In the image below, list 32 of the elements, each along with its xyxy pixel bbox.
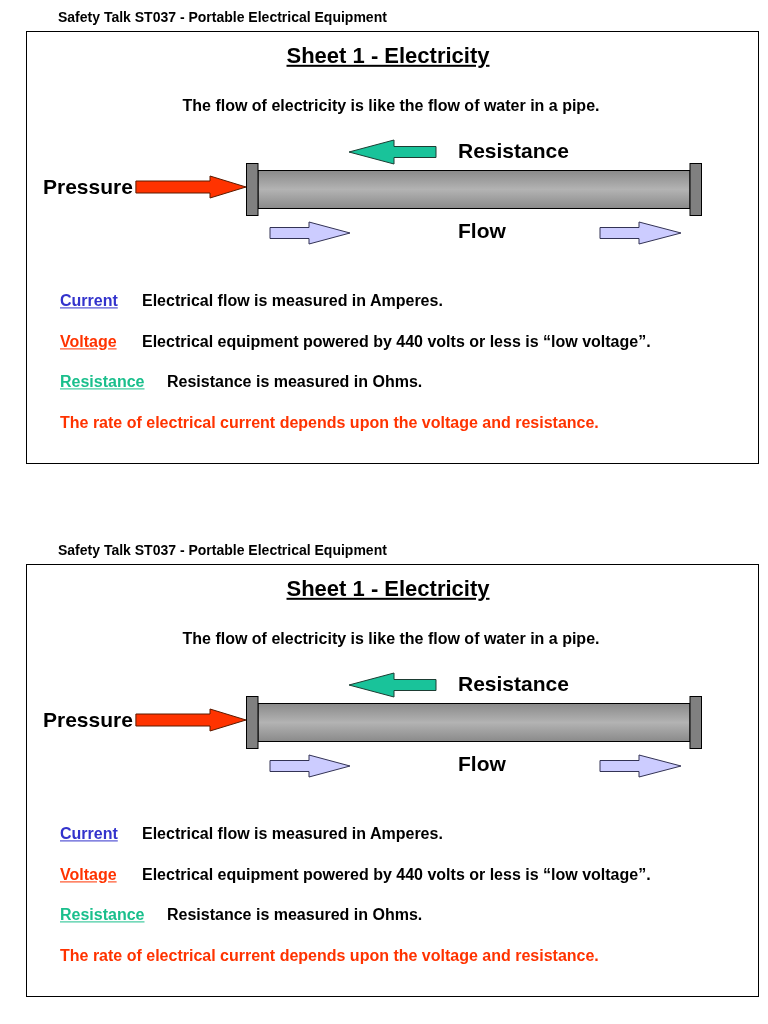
intro-sentence: The flow of electricity is like the flow of water in a pipe. — [182, 629, 600, 649]
definition-text: Resistance is measured in Ohms. — [167, 905, 423, 925]
term-label: Voltage — [60, 332, 117, 352]
definition-text: Resistance is measured in Ohms. — [167, 372, 423, 392]
arrow — [135, 708, 247, 732]
term-label: Resistance — [60, 905, 145, 925]
term-label: Current — [60, 824, 118, 844]
pipe — [246, 163, 702, 216]
arrow — [135, 175, 247, 199]
slide-frame — [26, 564, 759, 997]
term-label: Resistance — [60, 372, 145, 392]
slide-heading: Sheet 1 - Electricity — [286, 575, 490, 603]
definition-text: Electrical flow is measured in Amperes. — [142, 291, 443, 311]
pressure-label: Pressure — [43, 707, 133, 733]
term-label: Voltage — [60, 865, 117, 885]
slide-frame — [26, 31, 759, 464]
arrow-label: Flow — [458, 751, 506, 777]
definition-text: Electrical equipment powered by 440 volts or less is “low voltage”. — [142, 332, 651, 352]
intro-sentence: The flow of electricity is like the flow of water in a pipe. — [182, 96, 600, 116]
definition-text: Electrical equipment powered by 440 volts or less is “low voltage”. — [142, 865, 651, 885]
pipe — [246, 696, 702, 749]
term-label: Current — [60, 291, 118, 311]
arrow-label: Resistance — [458, 671, 569, 697]
page-header: Safety Talk ST037 - Portable Electrical Equipment — [58, 8, 387, 26]
arrow-label: Resistance — [458, 138, 569, 164]
conclusion-text: The rate of electrical current depends upon the voltage and resistance. — [60, 413, 599, 433]
definition-text: Electrical flow is measured in Amperes. — [142, 824, 443, 844]
conclusion-text: The rate of electrical current depends upon the voltage and resistance. — [60, 946, 599, 966]
page-header: Safety Talk ST037 - Portable Electrical Equipment — [58, 541, 387, 559]
arrow-label: Flow — [458, 218, 506, 244]
pressure-label: Pressure — [43, 174, 133, 200]
slide-heading: Sheet 1 - Electricity — [286, 42, 490, 70]
